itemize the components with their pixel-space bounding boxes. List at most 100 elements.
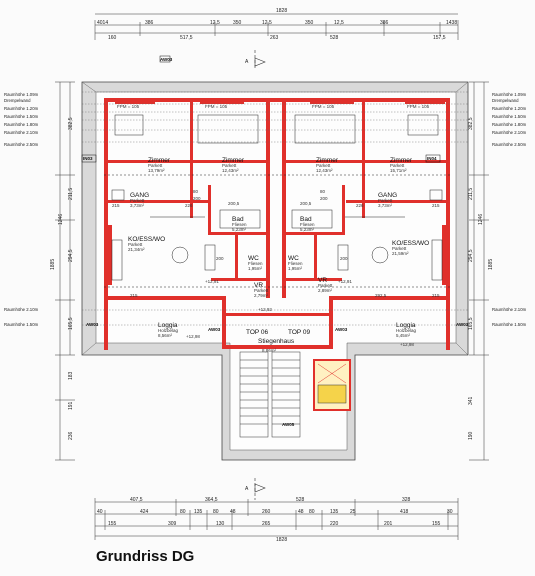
wall-tag-3: IN04 [427, 156, 437, 161]
left-dim-7: 183 [68, 371, 74, 380]
bottom-total-dim: 1828 [276, 537, 287, 543]
room-zimmer-4-floor: Parkett [390, 163, 405, 168]
room-gang-2-area: 3,73m² [378, 203, 393, 208]
room-loggia-1-area: 8,56m² [158, 333, 173, 338]
top-dim-1: 4014 [97, 20, 108, 26]
right-height-3: Raumhöhe 1.20m [492, 106, 527, 111]
right-dim-1: 382,5 [468, 117, 474, 130]
left-height-1: Raumhöhe 1.09m [4, 92, 39, 97]
right-dim-2: 211,5 [468, 188, 474, 200]
room-vr-2-area: 2,89m² [318, 288, 333, 293]
inner-dim-6: 200,5 [300, 201, 312, 206]
inner-dim-7: 215 [112, 203, 120, 208]
room-bad-2-name: Bad [300, 216, 312, 223]
bottom-r3-4: 265 [262, 521, 271, 527]
bottom-r2-4: 135 [194, 509, 203, 515]
left-height-6: Raumhöhe 2.10m [4, 130, 39, 135]
right-dim-3: 294,5 [468, 249, 474, 262]
room-zimmer-4-area: 15,71m² [390, 168, 407, 173]
interior-lines [104, 114, 450, 288]
inner-dim-10: 226 [356, 203, 364, 208]
room-bad-2-floor: Fliesen [300, 222, 315, 227]
inner-dim-5: 200,5 [228, 201, 240, 206]
top-dim-5: 12,5 [262, 20, 272, 26]
room-loggia-2-area: 5,45m² [396, 333, 411, 338]
right-dimension-chain [469, 81, 489, 461]
room-vr-1-area: 2,79m² [254, 293, 269, 298]
north-label: A [245, 59, 249, 65]
left-height-4: Raumhöhe 1.50m [4, 114, 39, 119]
room-zimmer-3-area: 12,43m² [316, 168, 333, 173]
room-wc-2-area: 1,95m² [288, 266, 303, 271]
walls [104, 98, 450, 350]
top-dim-r2-1: 160 [108, 35, 117, 41]
bottom-dimension-chain [94, 498, 459, 540]
slope-lines [82, 91, 468, 326]
right-height-2: Drempelwand [492, 98, 519, 103]
bottom-dims: 407,5 364,5 528 328 40 424 80 135 80 48 … [97, 497, 453, 543]
top-dim-9: 1438 [446, 20, 457, 26]
level-markers: +12,91 +12,91 +12,98 +12,98 +12,92 [186, 279, 414, 347]
room-labels: Zimmer Parkett 13,79m² Zimmer Parkett 12… [128, 157, 429, 353]
top-dim-r2-3: 263 [270, 35, 279, 41]
top-dim-4: 350 [233, 20, 242, 26]
right-height-8: Raumhöhe 2.10m [492, 307, 527, 312]
level-4: +12,98 [400, 342, 414, 347]
right-dim-6: 1885 [488, 259, 494, 270]
room-bad-1-name: Bad [232, 216, 244, 223]
left-height-7: Raumhöhe 2.50m [4, 142, 39, 147]
right-dim-4: 165,5 [468, 317, 474, 330]
bottom-r2-3: 80 [180, 509, 186, 515]
room-stiegenhaus-name: Stiegenhaus [258, 338, 295, 345]
room-vr-1-floor: Parkett [254, 288, 269, 293]
section-marker-top: A [245, 50, 266, 70]
top-dim-6: 350 [305, 20, 314, 26]
right-dim-7: 341 [468, 396, 474, 405]
inner-dim-1: 80 [193, 189, 199, 194]
bottom-r3-7: 155 [432, 521, 441, 527]
room-loggia-1-name: Loggia [158, 322, 178, 329]
left-height-3: Raumhöhe 1.20m [4, 106, 39, 111]
bottom-r3-3: 130 [216, 521, 225, 527]
right-dim-8: 190 [468, 431, 474, 440]
right-height-5: Raumhöhe 1.80m [492, 122, 527, 127]
room-zimmer-2-name: Zimmer [222, 157, 245, 164]
inner-dim-15: 200 [340, 256, 348, 261]
building-shell [81, 81, 469, 461]
bottom-r2-13: 30 [447, 509, 453, 515]
bottom-r2-6: 48 [230, 509, 236, 515]
section-marker-bottom: A [245, 478, 266, 500]
top-dim-r2-2: 517,5 [180, 35, 193, 41]
wall-tag-1: AW03 [160, 57, 173, 62]
drawing-title: Grundriss DG [96, 548, 195, 565]
wall-tag-7: AW03 [335, 327, 348, 332]
left-height-labels: Raumhöhe 1.09m Drempelwand Raumhöhe 1.20… [4, 92, 39, 327]
bottom-r2-11: 25 [350, 509, 356, 515]
bottom-r3-1: 155 [108, 521, 117, 527]
room-koesswo-2-area: 21,59m² [392, 251, 409, 256]
room-zimmer-1-area: 13,79m² [148, 168, 165, 173]
wall-tag-4: AW03 [86, 322, 99, 327]
inner-dim-2: 200 [193, 196, 201, 201]
level-2: +12,91 [338, 279, 352, 284]
room-bad-1-floor: Fliesen [232, 222, 247, 227]
room-koesswo-1-floor: Parkett [128, 242, 143, 247]
room-wc-2-floor: Fliesen [288, 261, 303, 266]
top-dimension-chain [94, 13, 459, 40]
left-dim-1: 382,5 [68, 117, 74, 130]
room-bad-1-area: 5,23m² [232, 227, 247, 232]
wall-tag-2: IN03 [83, 156, 93, 161]
room-vr-2-name: VR [318, 277, 327, 284]
north-label-bottom: A [245, 486, 249, 492]
left-dims: 382,5 211,5 294,5 165,5 1246 1885 183 19… [50, 117, 74, 440]
level-3: +12,98 [186, 334, 200, 339]
bottom-r2-7: 260 [262, 509, 271, 515]
bottom-dim-1: 407,5 [130, 497, 143, 503]
room-loggia-2-name: Loggia [396, 322, 416, 329]
room-koesswo-2-name: KO/ESS/WO [392, 240, 429, 247]
right-height-1: Raumhöhe 1.09m [492, 92, 527, 97]
top-dim-r2-4: 528 [330, 35, 339, 41]
room-koesswo-1-name: KO/ESS/WO [128, 236, 165, 243]
inner-dim-9: 215 [432, 203, 440, 208]
